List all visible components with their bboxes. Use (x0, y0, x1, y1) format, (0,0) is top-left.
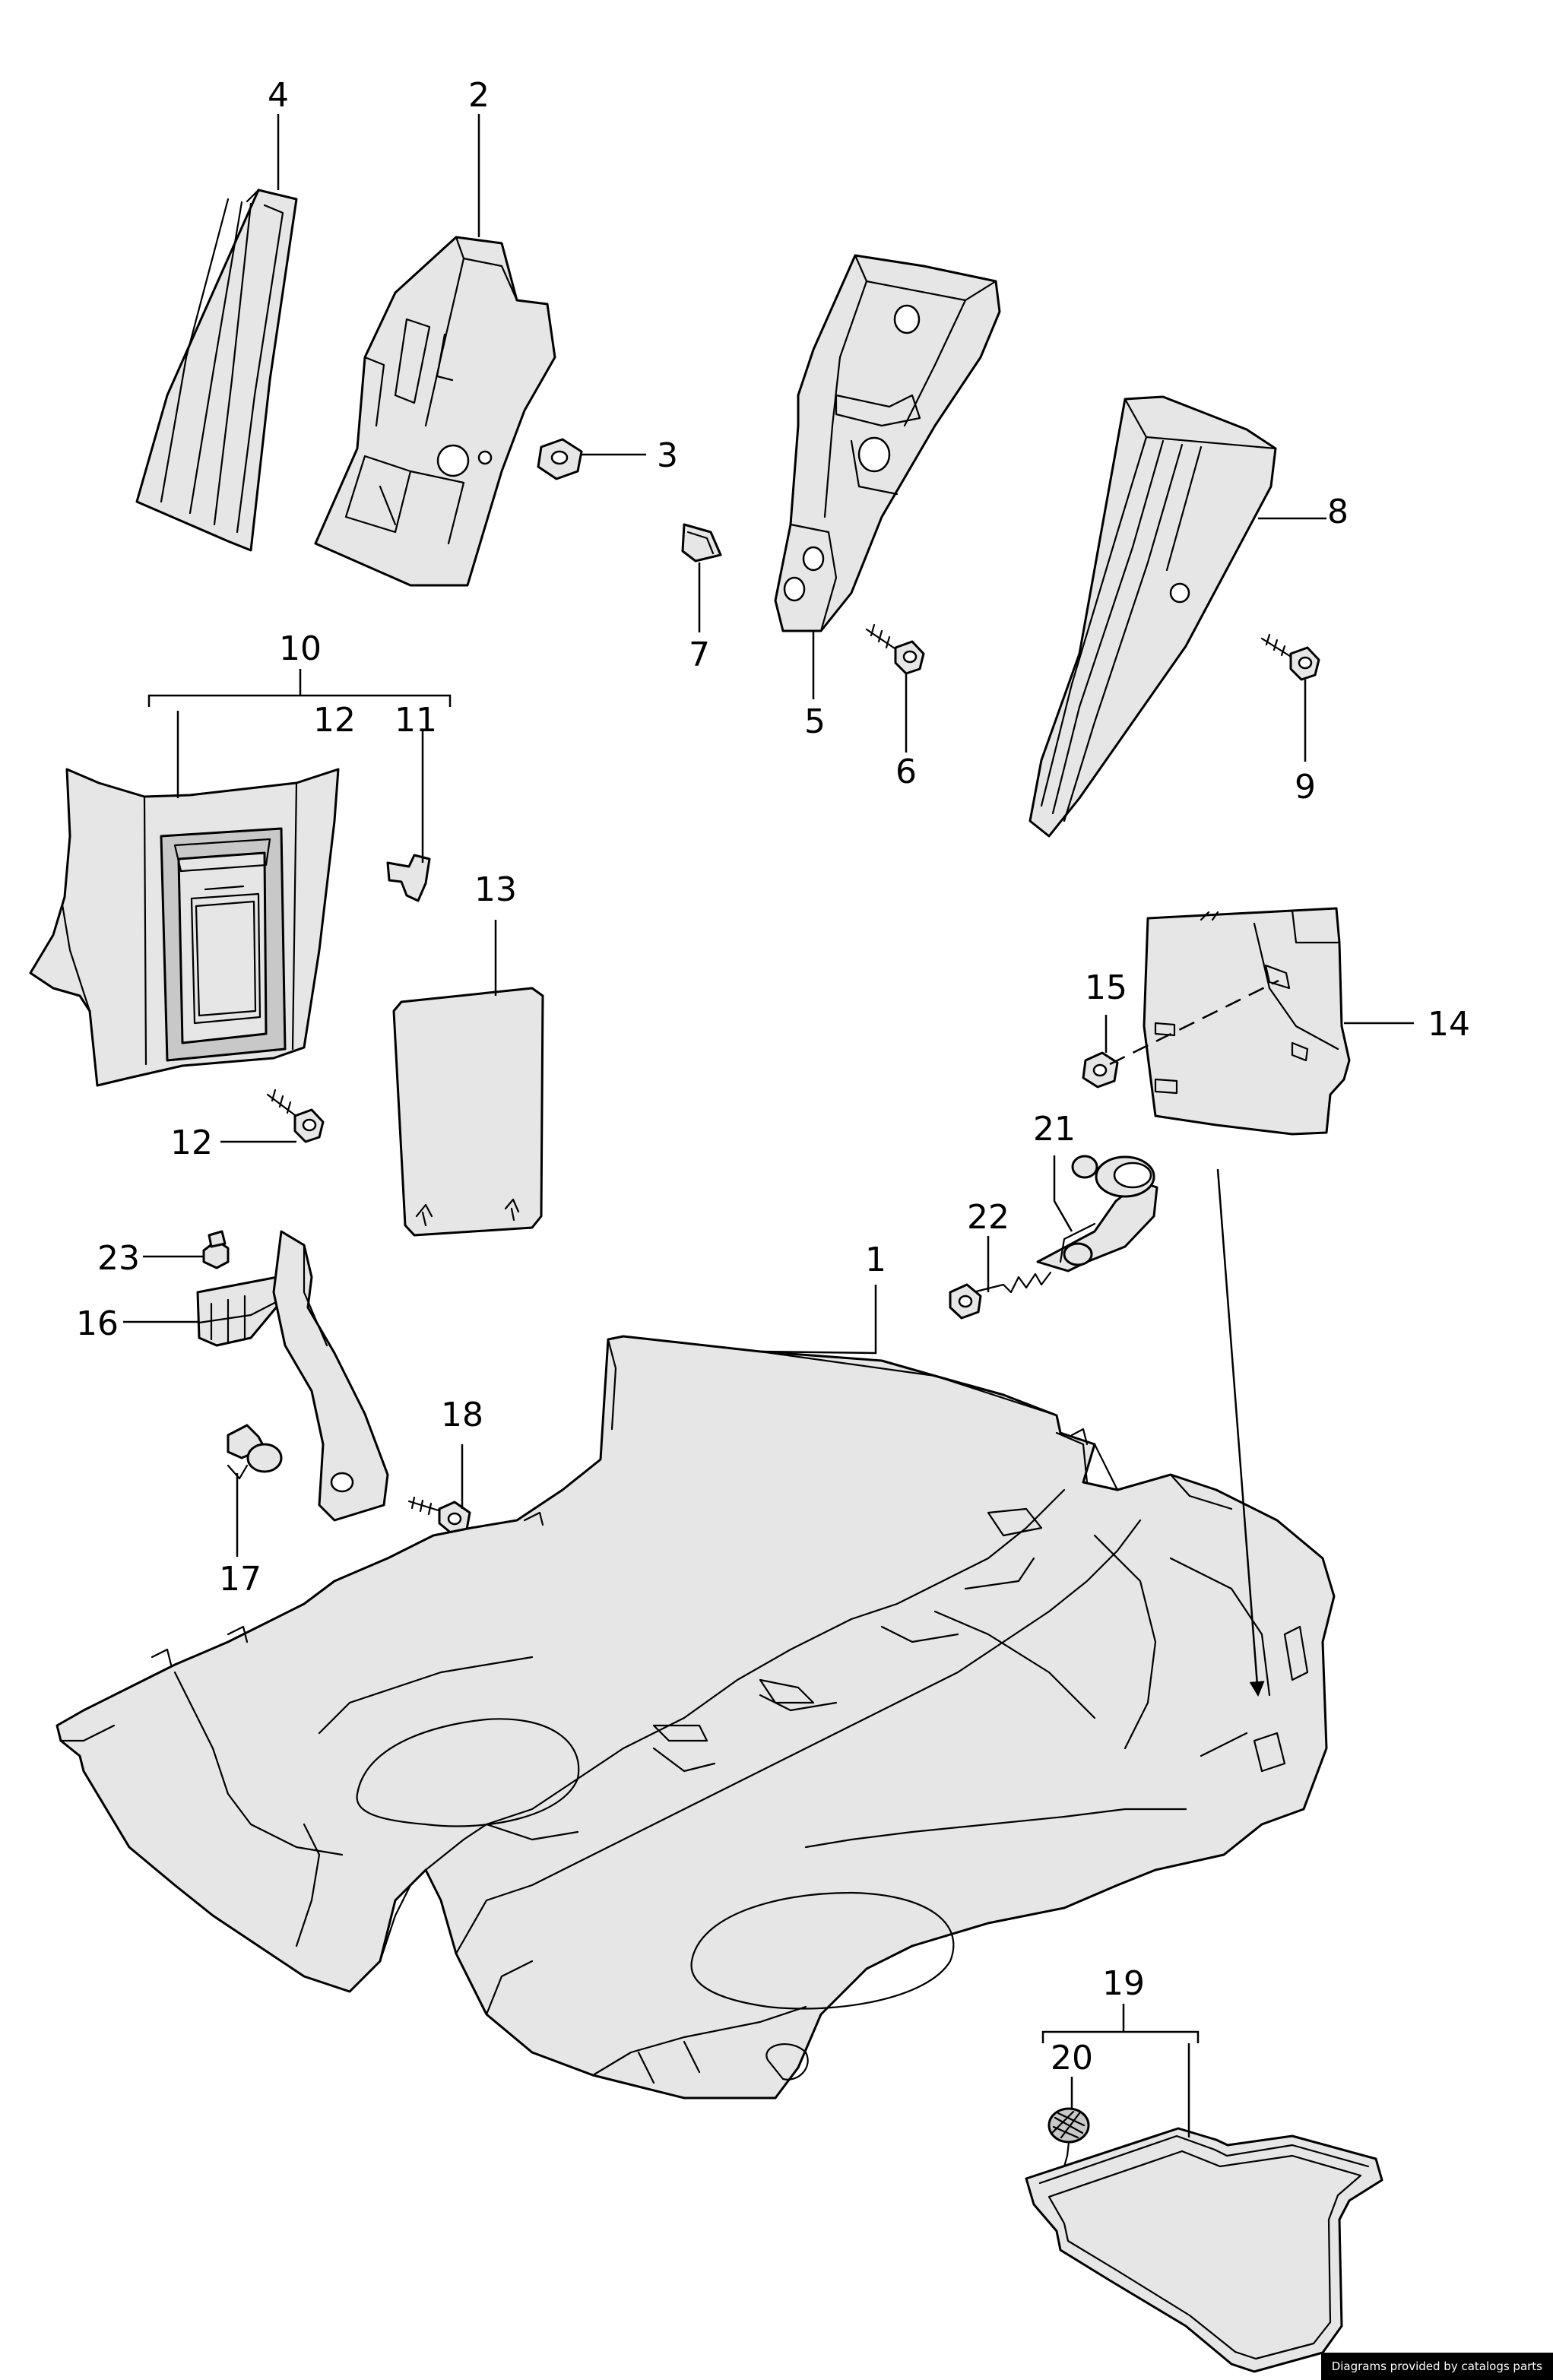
part-23-clip-button (202, 1230, 230, 1269)
part-12-rear-side-trim (29, 768, 340, 1087)
callout-9: 9 (1295, 768, 1316, 807)
part-17-clip (227, 1424, 283, 1480)
part-3-nut (537, 438, 583, 480)
callout-3: 3 (657, 436, 678, 475)
callout-15: 15 (1085, 968, 1127, 1007)
credit-badge: Diagrams provided by catalogs parts (1320, 2353, 1553, 2380)
part-15-nut (1082, 1051, 1119, 1089)
part-19-floor-mat (1025, 2127, 1383, 2373)
part-18-bolt (407, 1496, 471, 1535)
part-8-sill-trim-right (1028, 395, 1277, 838)
callout-19: 19 (1102, 1964, 1145, 2003)
leader-lines (123, 114, 1414, 2138)
callout-12-bottom: 12 (170, 1123, 213, 1162)
callout-16: 16 (76, 1304, 119, 1343)
callout-14: 14 (1428, 1005, 1470, 1044)
callout-18: 18 (441, 1396, 483, 1434)
callout-21: 21 (1033, 1110, 1076, 1149)
callout-22: 22 (967, 1198, 1009, 1237)
part-13-cover-panel (392, 987, 544, 1237)
part-7-clip (681, 523, 722, 563)
part-22-bolt (949, 1271, 1052, 1320)
callout-12-top: 12 (313, 701, 356, 740)
part-20-mat-fastener (1047, 2107, 1090, 2168)
callout-1: 1 (865, 1241, 886, 1279)
callout-5: 5 (804, 702, 826, 741)
callout-20: 20 (1051, 2039, 1093, 2077)
callout-11: 11 (395, 701, 437, 740)
callout-13: 13 (474, 870, 517, 909)
part-9-screw (1260, 633, 1320, 681)
part-4-sill-trim-left (135, 189, 298, 552)
part-vertical-strap (272, 1230, 389, 1522)
part-11-clip (386, 854, 431, 902)
callout-7: 7 (689, 635, 710, 674)
callout-10: 10 (279, 629, 322, 668)
callout-17: 17 (219, 1560, 261, 1599)
part-1-floor-carpet (55, 1335, 1336, 2100)
part-16-bracket (196, 1276, 283, 1347)
part-5-b-pillar-bracket (774, 254, 1001, 632)
part-12-screw (266, 1089, 325, 1143)
callout-8: 8 (1327, 493, 1349, 531)
callout-4: 4 (268, 76, 289, 115)
part-14-c-pillar-trim (1143, 907, 1351, 1136)
callout-6: 6 (895, 753, 917, 791)
part-2-a-pillar-lower-trim (314, 236, 556, 587)
part-6-screw (865, 623, 925, 675)
callout-2: 2 (468, 76, 490, 115)
part-21-cable-guide (1036, 1155, 1158, 1272)
callout-23: 23 (97, 1239, 140, 1278)
